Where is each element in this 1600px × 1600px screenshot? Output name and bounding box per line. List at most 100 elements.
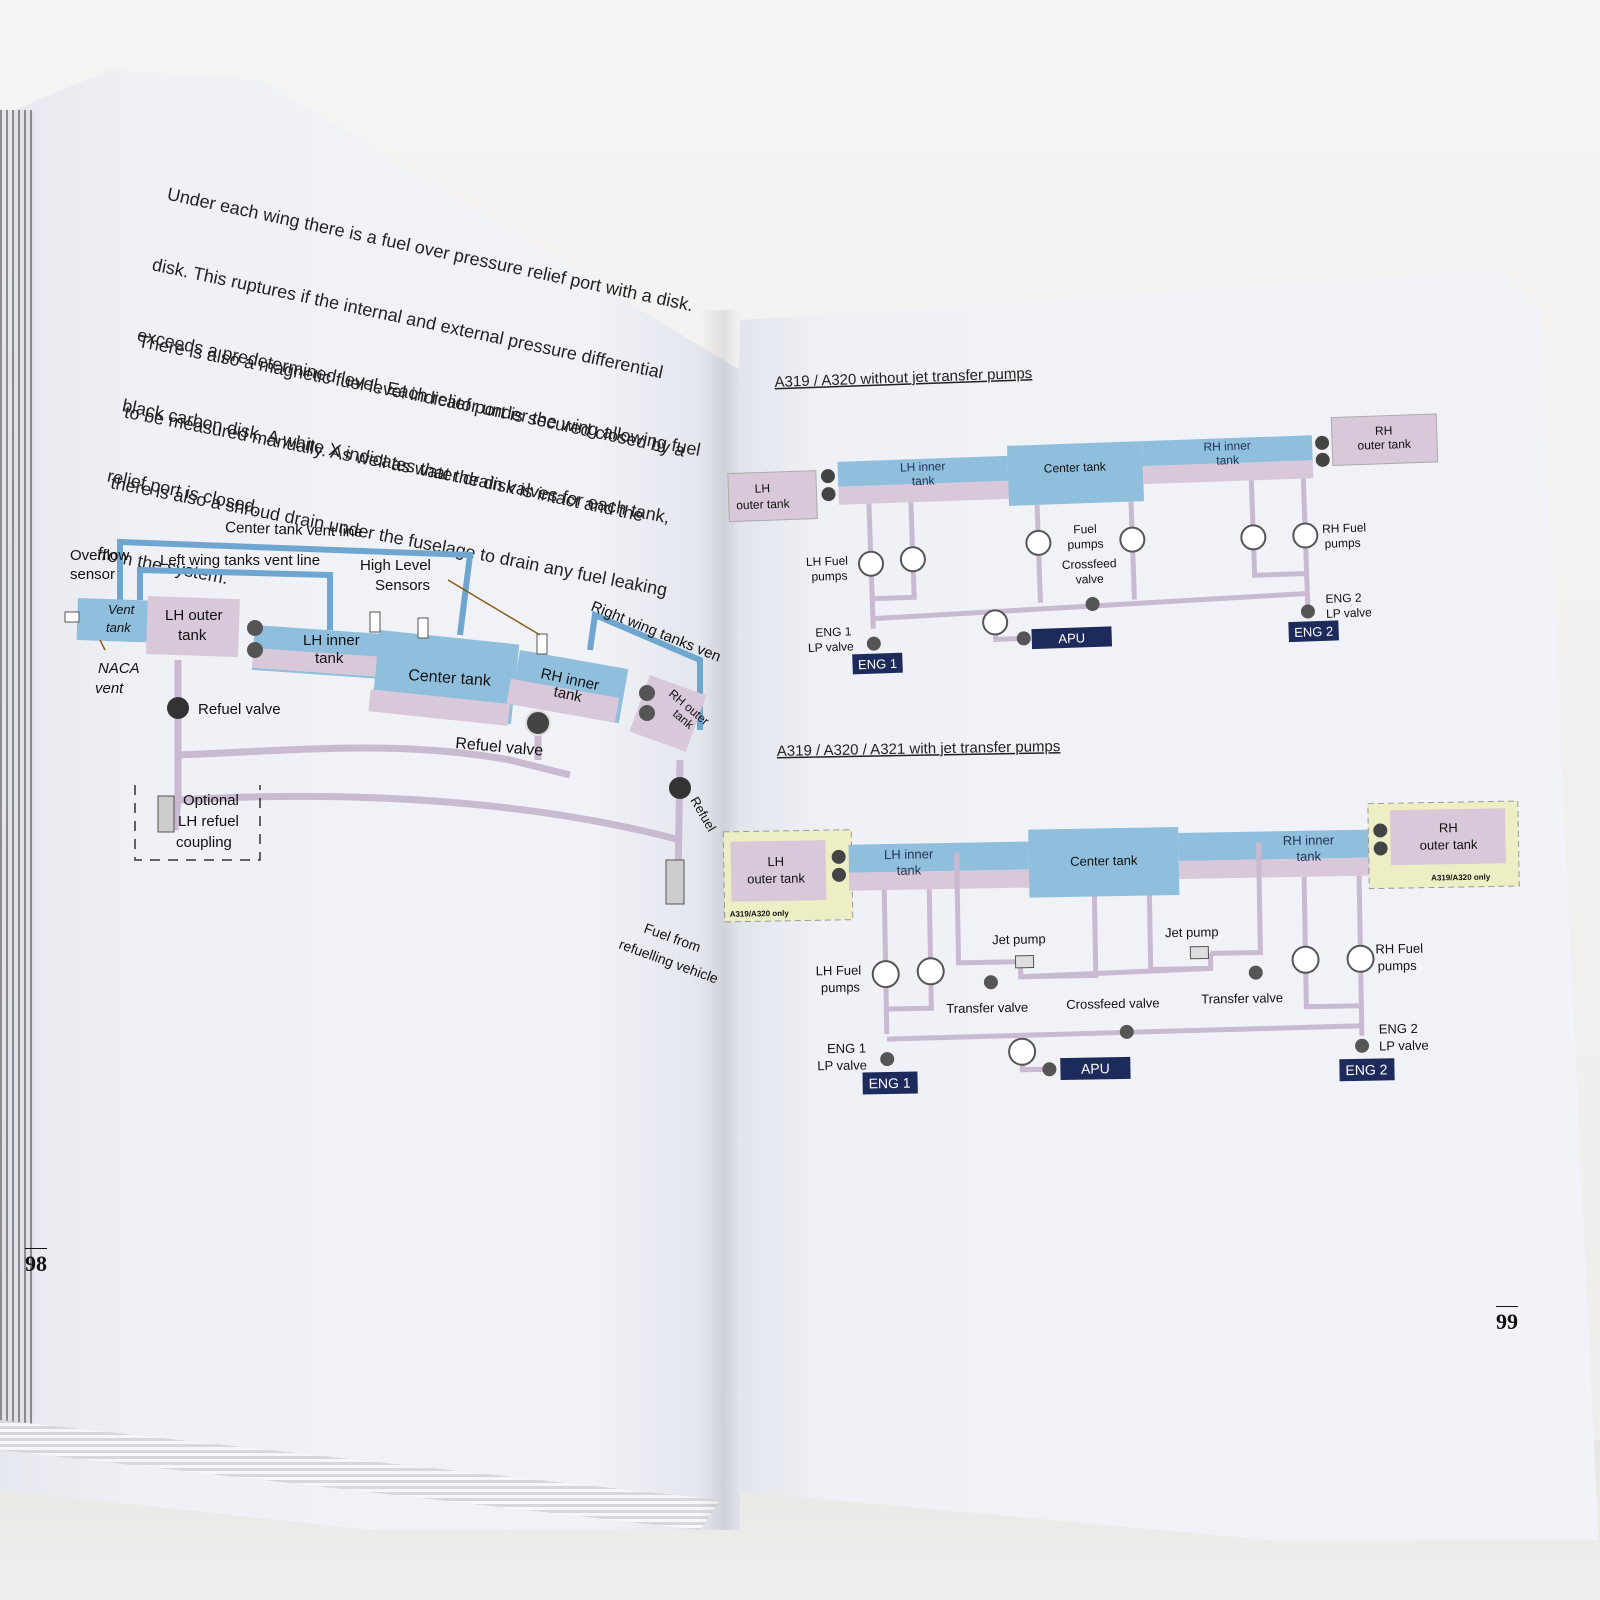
label-lh-inner-2: tank [315, 650, 344, 667]
fuel-pump-icon [858, 550, 885, 577]
center-tank [1006, 441, 1145, 506]
page-number-left: 98 [25, 1248, 47, 1277]
vent-tank [76, 597, 148, 643]
label-refuel-valve-right: Refuel [687, 794, 719, 834]
fuel-feed-diagrams: A319 / A320 without jet transfer pumps [722, 365, 1520, 1095]
optional-coupling-box [134, 785, 261, 861]
jet-pump-icon [1189, 945, 1210, 960]
jet-pump-line [1210, 842, 1263, 956]
label-transfer-valve: Transfer valve [946, 1000, 1028, 1016]
page-number-right: 99 [1496, 1306, 1518, 1335]
refuel-valve-icon [669, 777, 691, 799]
float-valve-icon [247, 642, 263, 658]
label-outer-tank: outer tank [1420, 837, 1479, 853]
feed-line [1301, 876, 1362, 1010]
eng2-box [1339, 1058, 1395, 1082]
valves [64, 611, 691, 905]
center-tank-bottom [368, 689, 510, 726]
lh-inner-tank-bottom [848, 869, 1030, 891]
label-tank: tank [1216, 453, 1240, 468]
apu-valve-icon [1042, 1062, 1057, 1077]
label-lh-fuel: LH Fuel [816, 963, 862, 979]
apu-pump-icon [982, 609, 1009, 636]
label-eng2: ENG 2 [1379, 1021, 1418, 1037]
rh-outer-tank [1389, 808, 1506, 866]
label-rh: RH [1375, 423, 1393, 438]
overflow-sensor-icon [64, 611, 80, 623]
apu-label: APU [1058, 630, 1085, 646]
refuel-system-diagram: Center tank vent line Overflow sensor Le… [64, 519, 720, 987]
transfer-valve-icon [1315, 435, 1330, 450]
label-rh-fuel: RH Fuel [1375, 941, 1423, 957]
label-crossfeed: Crossfeed [1062, 556, 1117, 572]
lp-valve-icon [1355, 1038, 1370, 1053]
label-a319-only: A319/A320 only [730, 909, 790, 919]
label-lh-inner: LH inner [884, 846, 934, 862]
eng2-box [1288, 620, 1339, 643]
jet-pump-line [954, 852, 1021, 966]
high-level-sensor-icon [417, 617, 429, 639]
fuel-pump-icon [1240, 524, 1267, 551]
label-overflow: Overflow [70, 547, 129, 564]
crossfeed-valve-icon [1085, 597, 1100, 612]
diagram-labels: Center tank vent line Overflow sensor Le… [70, 519, 720, 987]
jet-pump-icon [1014, 955, 1035, 969]
refuel-coupling-icon [157, 795, 175, 833]
fuel-pump-icon [1346, 944, 1375, 973]
transfer-line [1020, 965, 1211, 980]
refuel-pipe [177, 792, 681, 844]
lh-inner-tank-bottom [838, 480, 1009, 505]
apu-pump-icon [1008, 1037, 1037, 1066]
diagram-1-labels: LH outer tank LH inner tank Center tank … [736, 423, 1412, 672]
refuel-pipe [177, 744, 571, 779]
apu-box [1031, 626, 1113, 650]
leader-line [447, 579, 541, 636]
label-rh: RH [1439, 820, 1458, 835]
center-vent-line [117, 538, 474, 636]
diagram-2-title: A319 / A320 / A321 with jet transfer pum… [777, 738, 1061, 760]
lh-inner-tank [837, 455, 1009, 487]
lp-valve-icon [1300, 604, 1315, 619]
center-tank [1028, 826, 1180, 898]
eng1-box [862, 1071, 918, 1095]
label-left-vent: Left wing tanks vent line [160, 552, 320, 569]
label-tank: tank [912, 473, 936, 488]
label-lh-fuel: LH Fuel [806, 554, 848, 569]
lh-inner-tank [848, 841, 1029, 873]
lh-outer-tank [145, 596, 240, 658]
label-rh-inner: RH inner [1283, 832, 1335, 848]
float-valve-icon [639, 685, 655, 701]
fuel-pump-icon [916, 957, 945, 986]
high-level-sensor-icon [369, 611, 381, 633]
refuel-coupling-icon [665, 859, 685, 905]
eng1-box [852, 652, 903, 675]
label-outer-tank: outer tank [1357, 437, 1412, 453]
label-lh-inner: LH inner [900, 459, 946, 475]
label-lp-valve: LP valve [808, 639, 855, 655]
transfer-valve-icon [1315, 452, 1330, 467]
apu-label: APU [1081, 1060, 1110, 1077]
label-rh-inner-2: tank [552, 683, 584, 706]
transfer-valve-icon [1248, 965, 1263, 980]
label-center-vent: Center tank vent line [225, 519, 363, 541]
transfer-valve-icon [820, 469, 835, 484]
label-eng1: ENG 1 [827, 1040, 866, 1056]
label-lh: LH [767, 854, 784, 869]
fuel-pump-icon [1025, 529, 1052, 556]
label-lh-outer: LH outer [165, 607, 223, 624]
label-vent-tank-2: tank [106, 620, 132, 635]
label-rh-inner: RH inner [1203, 438, 1251, 454]
label-lp-valve: LP valve [1326, 605, 1373, 621]
label-tank: tank [897, 862, 922, 877]
label-a319-only: A319/A320 only [1431, 873, 1491, 883]
transfer-valve-icon [983, 975, 998, 990]
label-sensor: sensor [70, 566, 115, 583]
fuel-pump-icon [1292, 522, 1319, 549]
diagram-without-jet-pumps: A319 / A320 without jet transfer pumps [727, 365, 1439, 675]
label-high-level: High Level [360, 557, 431, 574]
label-valve: valve [1075, 572, 1104, 587]
rh-inner-tank [1141, 435, 1313, 467]
label-center-tank: Center tank [408, 667, 493, 690]
fuel-pump-icon [1291, 945, 1320, 974]
refuel-pipe [171, 799, 182, 831]
